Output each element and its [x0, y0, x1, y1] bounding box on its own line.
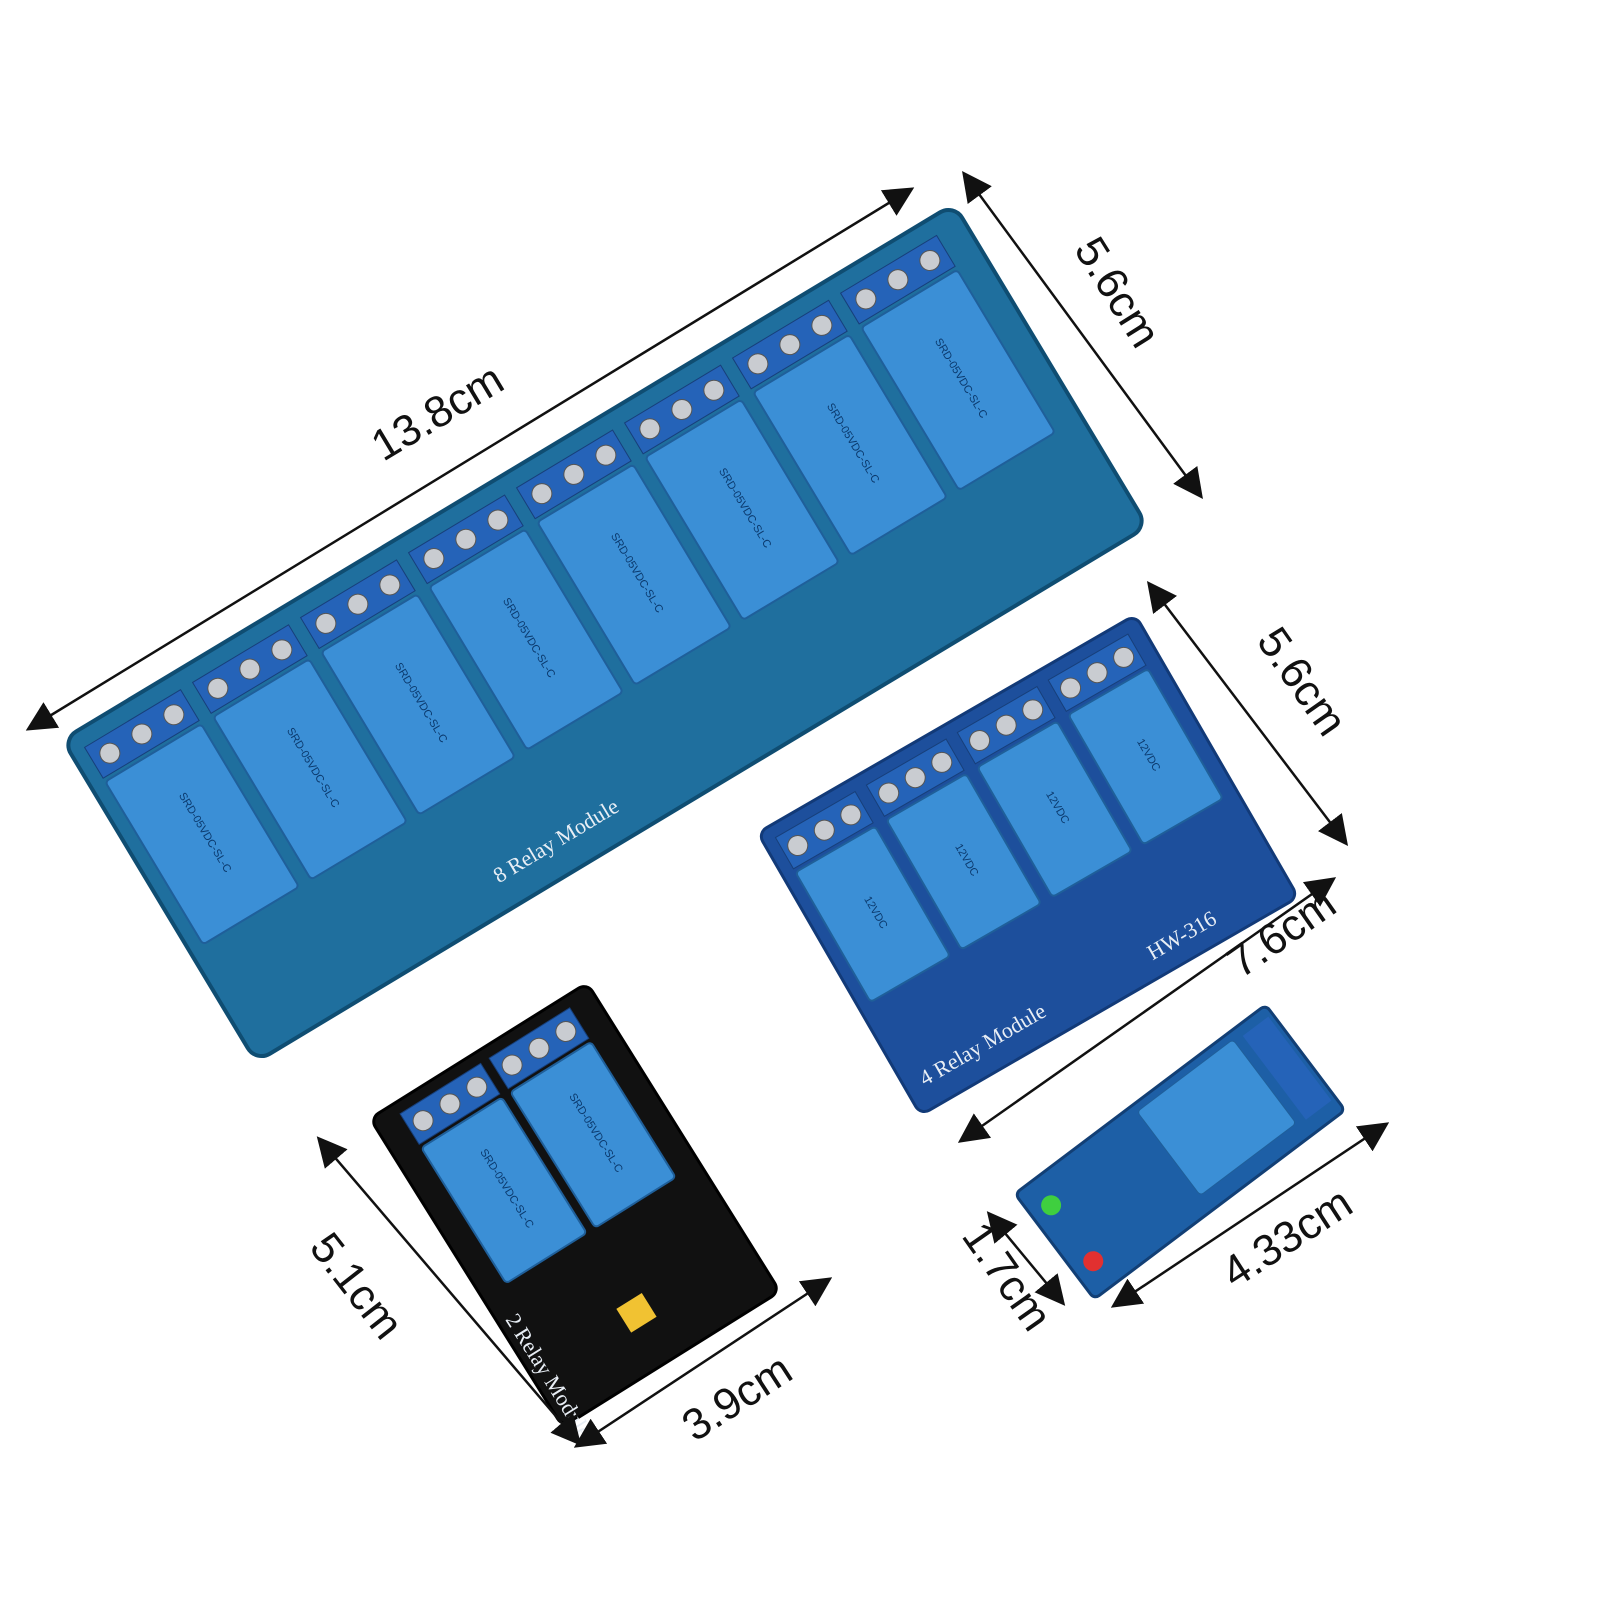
- terminal-screw: [1060, 677, 1082, 699]
- arrow-5-6-a: [962, 170, 1203, 500]
- terminal-screw: [904, 767, 926, 789]
- terminal-screw: [840, 804, 862, 826]
- arrow-5-1: [316, 1136, 582, 1446]
- relay: [105, 724, 299, 945]
- terminal-screw: [813, 819, 835, 841]
- red-led: [1083, 1251, 1104, 1272]
- arrow-4-33: [1110, 1122, 1390, 1308]
- terminal-screw: [555, 1020, 577, 1042]
- terminal-screw: [919, 249, 941, 271]
- arrow-1-7: [986, 1211, 1066, 1306]
- arrow-3-9: [573, 1277, 833, 1448]
- terminal-screw: [99, 742, 121, 764]
- terminal-screw: [995, 714, 1017, 736]
- dim-5-6-a: 5.6cm: [1065, 229, 1170, 357]
- terminal-screw: [412, 1110, 434, 1132]
- dimension-arrows: [25, 170, 1390, 1448]
- arrow-5-6-b: [1146, 581, 1349, 846]
- terminal-screw: [439, 1093, 461, 1115]
- terminal-screw: [969, 730, 991, 752]
- terminal-screw: [1086, 662, 1108, 684]
- dim-13-8: 13.8cm: [363, 354, 512, 470]
- terminal-screw: [528, 1037, 550, 1059]
- terminal-screw: [1022, 699, 1044, 721]
- dim-3-9: 3.9cm: [674, 1345, 801, 1451]
- relay: [977, 721, 1132, 897]
- dim-5-6-b: 5.6cm: [1247, 619, 1356, 745]
- dim-4-33: 4.33cm: [1213, 1178, 1361, 1298]
- arrow-13-8: [25, 187, 915, 731]
- terminal-screw: [466, 1076, 488, 1098]
- terminal-screw: [931, 751, 953, 773]
- terminal-screw: [787, 835, 809, 857]
- terminal-screw: [1113, 646, 1135, 668]
- green-led: [1041, 1195, 1062, 1216]
- dim-5-1: 5.1cm: [300, 1224, 412, 1349]
- arrow-7-6: [957, 877, 1337, 1143]
- relay: [795, 826, 950, 1002]
- terminal-screw: [501, 1054, 523, 1076]
- terminal-screw: [878, 782, 900, 804]
